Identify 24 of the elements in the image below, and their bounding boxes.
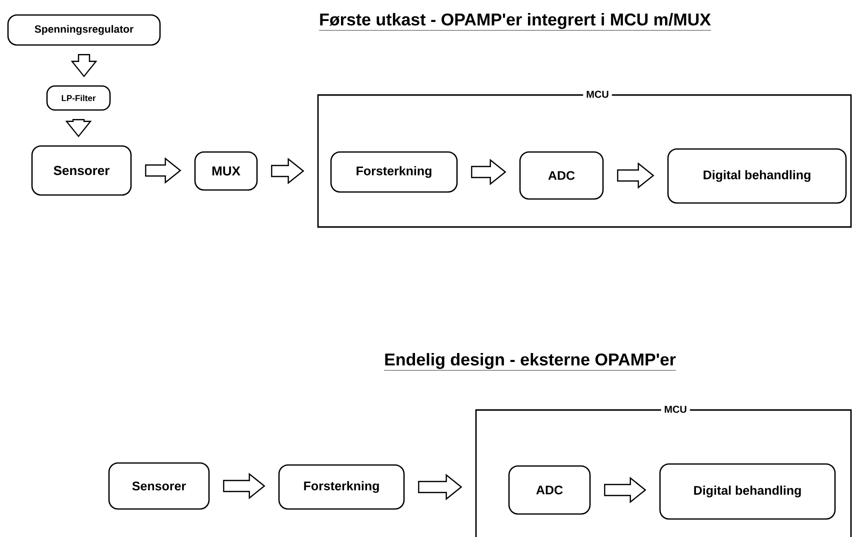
process-box: Digital behandling bbox=[659, 463, 836, 520]
process-box: Sensorer bbox=[108, 462, 210, 510]
process-box: ADC bbox=[508, 465, 591, 515]
title: Første utkast - OPAMP'er integrert i MCU m/MUX bbox=[318, 13, 712, 31]
block-arrow bbox=[471, 158, 506, 186]
container-label: MCU bbox=[661, 402, 690, 416]
block-arrow bbox=[223, 472, 266, 500]
process-box: LP-Filter bbox=[46, 85, 111, 111]
block-arrow bbox=[65, 119, 92, 138]
process-box: Forsterkning bbox=[330, 151, 458, 193]
container-label: MCU bbox=[583, 88, 612, 101]
process-box: Forsterkning bbox=[278, 464, 405, 510]
block-arrow bbox=[604, 476, 646, 504]
block-arrow bbox=[617, 162, 654, 189]
process-box: ADC bbox=[519, 151, 604, 200]
process-box: Sensorer bbox=[31, 145, 132, 196]
heading: Endelig design - eksterne OPAMP'er bbox=[384, 353, 676, 371]
block-arrow bbox=[271, 158, 304, 184]
process-box: Digital behandling bbox=[667, 148, 847, 204]
block-arrow bbox=[145, 157, 182, 184]
process-box: Spenningsregulator bbox=[7, 14, 161, 46]
process-box: MUX bbox=[194, 151, 258, 191]
block-arrow bbox=[70, 54, 98, 78]
block-arrow bbox=[418, 474, 462, 500]
